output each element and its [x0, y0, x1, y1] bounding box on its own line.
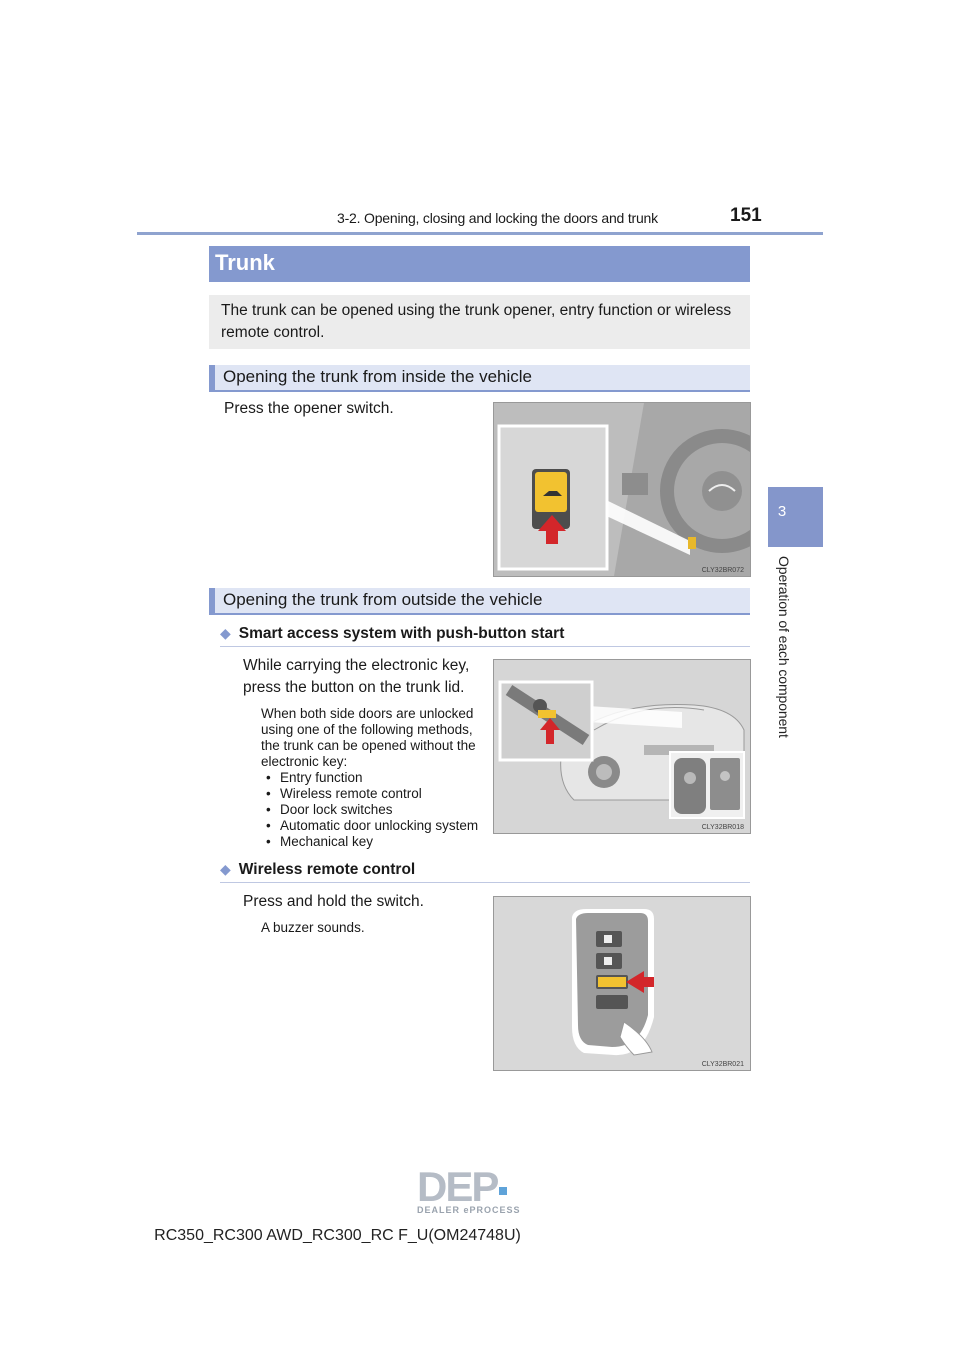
figure-opener-switch: CLY32BR072 — [493, 402, 751, 577]
key-fob-illustration: CLY32BR021 — [494, 897, 750, 1070]
wireless-remote-heading-text: Wireless remote control — [238, 861, 416, 878]
inside-instruction: Press the opener switch. — [224, 400, 394, 417]
method-item: Entry function — [261, 770, 481, 786]
smart-access-heading: ◆ Smart access system with push-button st… — [220, 622, 750, 647]
figure-code-1: CLY32BR072 — [702, 567, 744, 574]
diamond-icon: ◆ — [220, 861, 231, 877]
wireless-remote-heading: ◆ Wireless remote control — [220, 858, 750, 883]
method-item: Wireless remote control — [261, 786, 481, 802]
subheading-outside: Opening the trunk from outside the vehic… — [209, 588, 750, 615]
smart-access-heading-text: Smart access system with push-button sta… — [238, 625, 565, 642]
method-item: Door lock switches — [261, 802, 481, 818]
trunk-button-illustration: CLY32BR018 — [494, 660, 750, 833]
smart-note-line: using one of the following methods, — [261, 722, 473, 737]
dep-logo-graphic: DEP DEALER ePROCESS — [417, 1163, 521, 1215]
figure-code-3: CLY32BR021 — [702, 1061, 744, 1068]
subheading-inside: Opening the trunk from inside the vehicl… — [209, 365, 750, 392]
method-item: Automatic door unlocking system — [261, 818, 481, 834]
smart-instruction-line2: press the button on the trunk lid. — [243, 679, 465, 696]
figure-trunk-button: CLY32BR018 — [493, 659, 751, 834]
footer-model-code: RC350_RC300 AWD_RC300_RC F_U(OM24748U) — [154, 1227, 521, 1244]
section-title: Trunk — [209, 246, 750, 282]
chapter-label: Operation of each component — [776, 556, 792, 738]
smart-note: When both side doors are unlocked using … — [261, 706, 481, 850]
header-rule — [137, 232, 823, 235]
diamond-icon: ◆ — [220, 625, 231, 641]
chapter-number: 3 — [777, 503, 787, 520]
smart-note-line: electronic key: — [261, 754, 348, 769]
logo-letters: DEP — [417, 1163, 498, 1210]
logo-caption: DEALER ePROCESS — [417, 1205, 521, 1215]
dealer-eprocess-logo: DEP DEALER ePROCESS — [415, 1163, 547, 1220]
remote-note: A buzzer sounds. — [261, 920, 365, 935]
method-list: Entry function Wireless remote control D… — [261, 770, 481, 850]
figure-key-fob: CLY32BR021 — [493, 896, 751, 1071]
smart-note-line: When both side doors are unlocked — [261, 706, 474, 721]
remote-instruction: Press and hold the switch. — [243, 893, 424, 910]
intro-box: The trunk can be opened using the trunk … — [209, 295, 750, 349]
running-header-section: 3-2. Opening, closing and locking the do… — [337, 210, 658, 226]
smart-instruction-line1: While carrying the electronic key, — [243, 657, 470, 674]
page-number: 151 — [730, 205, 762, 226]
method-item: Mechanical key — [261, 834, 481, 850]
chapter-tab — [768, 487, 823, 547]
opener-switch-illustration: CLY32BR072 — [494, 403, 750, 576]
figure-code-2: CLY32BR018 — [702, 824, 744, 831]
smart-note-line: the trunk can be opened without the — [261, 738, 476, 753]
